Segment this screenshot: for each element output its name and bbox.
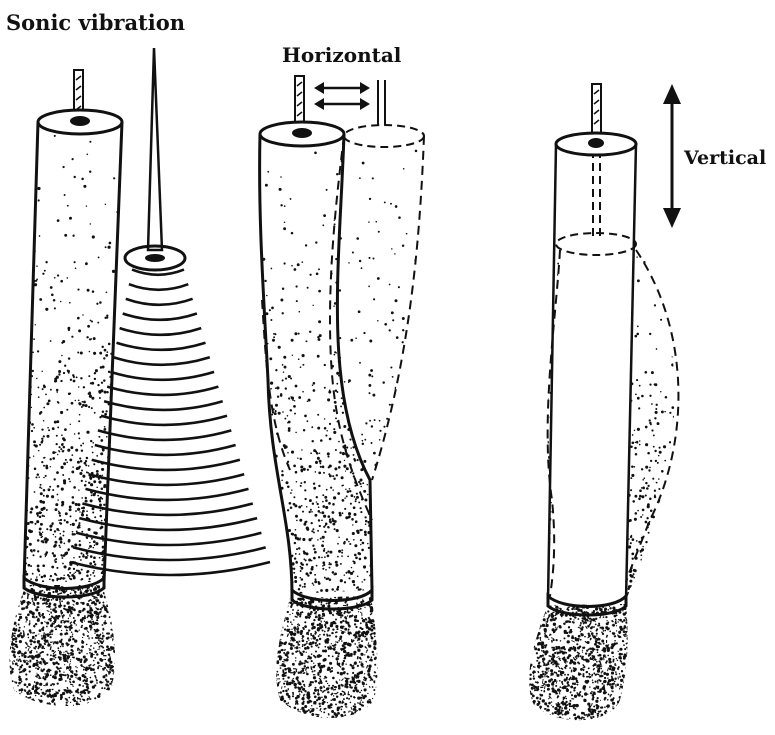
middle-tube-soil — [257, 151, 373, 597]
sonic-wave-arc — [101, 416, 227, 425]
horizontal-arrows-icon — [314, 82, 370, 110]
sonic-wave-arc — [95, 445, 236, 455]
sonic-wave-arc — [104, 401, 223, 410]
sonic-wave-arc — [123, 314, 197, 320]
right-tube-soil — [539, 256, 691, 601]
sonic-wave-arc — [73, 547, 266, 560]
right-probe-rod — [592, 84, 601, 240]
sonic-wave-arc — [117, 343, 206, 350]
displaced-tube-outline — [330, 125, 425, 521]
sonic-wave-arc — [107, 387, 218, 395]
sonic-vibration-figure — [2, 48, 270, 714]
sonic-wave-arc — [110, 372, 214, 380]
vertical-label: Vertical — [683, 147, 766, 169]
middle-sample-tube — [257, 122, 373, 609]
sonic-wave-arc — [70, 562, 270, 575]
right-soil-core — [518, 603, 633, 729]
horizontal-label: Horizontal — [282, 43, 402, 67]
vertical-vibration-figure — [518, 84, 691, 729]
right-sample-tube — [539, 133, 691, 615]
horizontal-vibration-figure — [257, 76, 425, 726]
sonic-wave-arc — [113, 357, 209, 365]
sonic-wave-arc — [76, 533, 261, 545]
sonic-wave-arc — [129, 284, 188, 290]
sonic-vibration-label: Sonic vibration — [6, 10, 185, 35]
sonic-wave-arc — [126, 299, 193, 305]
sonic-wave-arc — [86, 489, 249, 500]
sonic-transducer — [125, 48, 185, 270]
sonic-wave-arc — [98, 430, 231, 440]
middle-probe-rod — [295, 76, 385, 128]
vertical-arrow-icon — [663, 84, 681, 228]
left-soil-core — [2, 584, 124, 714]
sonic-wave-arc — [92, 460, 240, 470]
sonic-wave-arc — [89, 474, 245, 485]
left-tube-soil — [23, 133, 124, 583]
middle-soil-core — [265, 595, 388, 726]
sonic-wave-arc — [120, 328, 202, 335]
